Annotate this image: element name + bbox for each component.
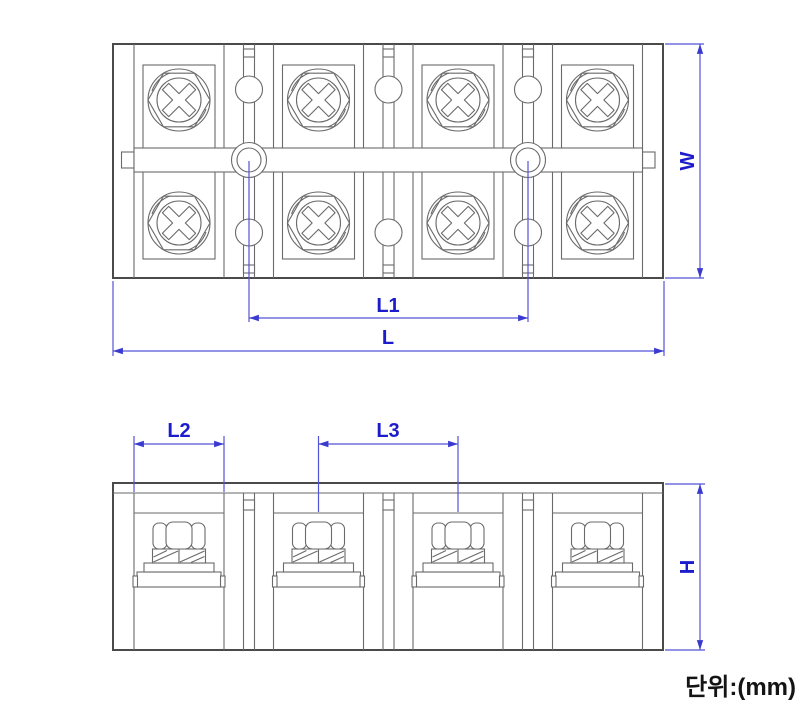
top-view xyxy=(112,43,664,279)
dimension-label-l2: L2 xyxy=(167,420,190,442)
dimension-L1: L1 xyxy=(248,161,529,322)
dimension-H: H xyxy=(665,483,705,651)
centre-rail xyxy=(120,147,656,173)
dimension-label-w: W xyxy=(677,151,699,170)
dimension-label-l: L xyxy=(382,327,394,349)
dimension-L: L xyxy=(112,281,665,356)
dimension-W: W xyxy=(665,43,704,279)
unit-note: 단위:(mm) xyxy=(685,674,796,701)
dimension-label-h: H xyxy=(677,560,699,574)
dimension-label-l3: L3 xyxy=(376,420,399,442)
dimension-label-l1: L1 xyxy=(376,295,399,317)
dimension-L3: L3 xyxy=(317,420,459,512)
dimension-L2: L2 xyxy=(133,420,225,492)
side-view xyxy=(112,482,664,651)
cell-walls xyxy=(133,493,644,650)
